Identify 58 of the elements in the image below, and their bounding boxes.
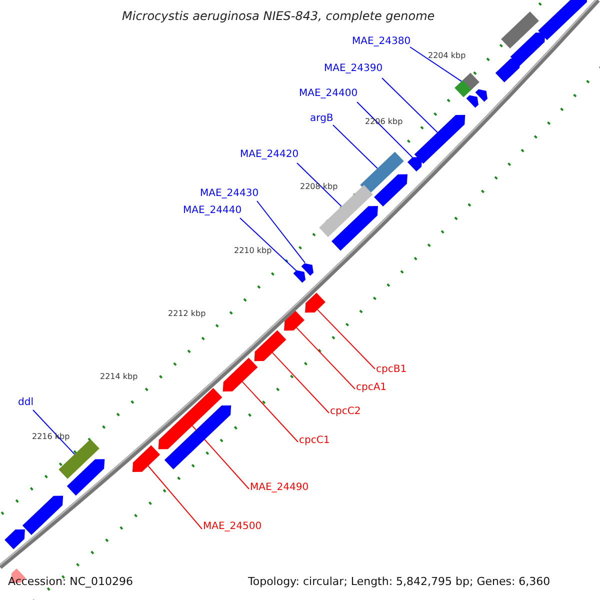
- leader-line: [148, 466, 202, 530]
- leader-line: [356, 102, 413, 158]
- gene-label: MAE_24430: [200, 189, 259, 199]
- gene-label: MAE_24440: [183, 206, 242, 216]
- leader-line: [296, 327, 356, 390]
- scale-label: 2210 kbp: [234, 247, 272, 255]
- leader-line: [382, 78, 438, 133]
- gene-feature: [254, 330, 286, 362]
- gene-label: cpcC2: [330, 407, 361, 417]
- gene-feature: [414, 114, 466, 164]
- gene-block: [454, 72, 480, 98]
- gene-feature: [164, 405, 232, 470]
- scale-label: 2214 kbp: [100, 373, 138, 381]
- gene-feature: [158, 388, 222, 450]
- genome-title: Microcystis aeruginosa NIES-843, complete genome: [122, 10, 435, 22]
- leader-line: [242, 381, 298, 442]
- gene-feature: [332, 206, 378, 251]
- gene-feature: [293, 270, 306, 283]
- gene-feature: [132, 445, 160, 472]
- gene-label: cpcA1: [356, 383, 387, 393]
- gene-feature: [66, 459, 105, 496]
- accession-text: Accession: NC_010296: [8, 576, 134, 587]
- gene-label: cpcB1: [376, 365, 407, 375]
- leader-line: [32, 410, 76, 455]
- scale-label: 2204 kbp: [428, 52, 466, 60]
- gene-label: MAE_24390: [324, 64, 383, 74]
- gene-label: MAE_24400: [299, 89, 358, 99]
- gene-feature: [407, 157, 422, 172]
- gene-label: cpcC1: [299, 436, 330, 446]
- leader-line: [317, 309, 376, 370]
- gene-label: MAE_24380: [352, 37, 411, 47]
- gene-label: MAE_24420: [240, 150, 299, 160]
- gene-feature: [22, 496, 64, 535]
- gene-feature: [510, 32, 546, 66]
- gene-feature: [305, 292, 326, 313]
- gene-feature: [495, 58, 520, 82]
- leader-line: [332, 124, 378, 169]
- gene-feature: [475, 89, 488, 102]
- gene-feature: [538, 0, 588, 40]
- leader-line: [240, 218, 297, 272]
- gene-feature: [4, 529, 25, 550]
- gene-label: ddl: [18, 398, 34, 408]
- leader-line: [296, 162, 342, 207]
- gene-feature: [222, 358, 258, 392]
- gene-label: MAE_24500: [203, 522, 262, 532]
- gene-feature: [374, 174, 408, 206]
- gene-feature: [301, 263, 314, 276]
- leader-line: [256, 200, 306, 264]
- gene-feature: [466, 95, 478, 108]
- leader-line: [192, 425, 250, 490]
- gene-feature: [284, 310, 304, 331]
- genome-summary-text: Topology: circular; Length: 5,842,795 bp; Genes: 6,360: [248, 576, 550, 587]
- scale-label: 2208 kbp: [300, 183, 338, 191]
- leader-line: [410, 46, 462, 82]
- leader-line: [272, 352, 330, 414]
- scale-label: 2212 kbp: [168, 310, 206, 318]
- gene-label: MAE_24490: [250, 483, 309, 493]
- gene-label: argB: [310, 114, 334, 124]
